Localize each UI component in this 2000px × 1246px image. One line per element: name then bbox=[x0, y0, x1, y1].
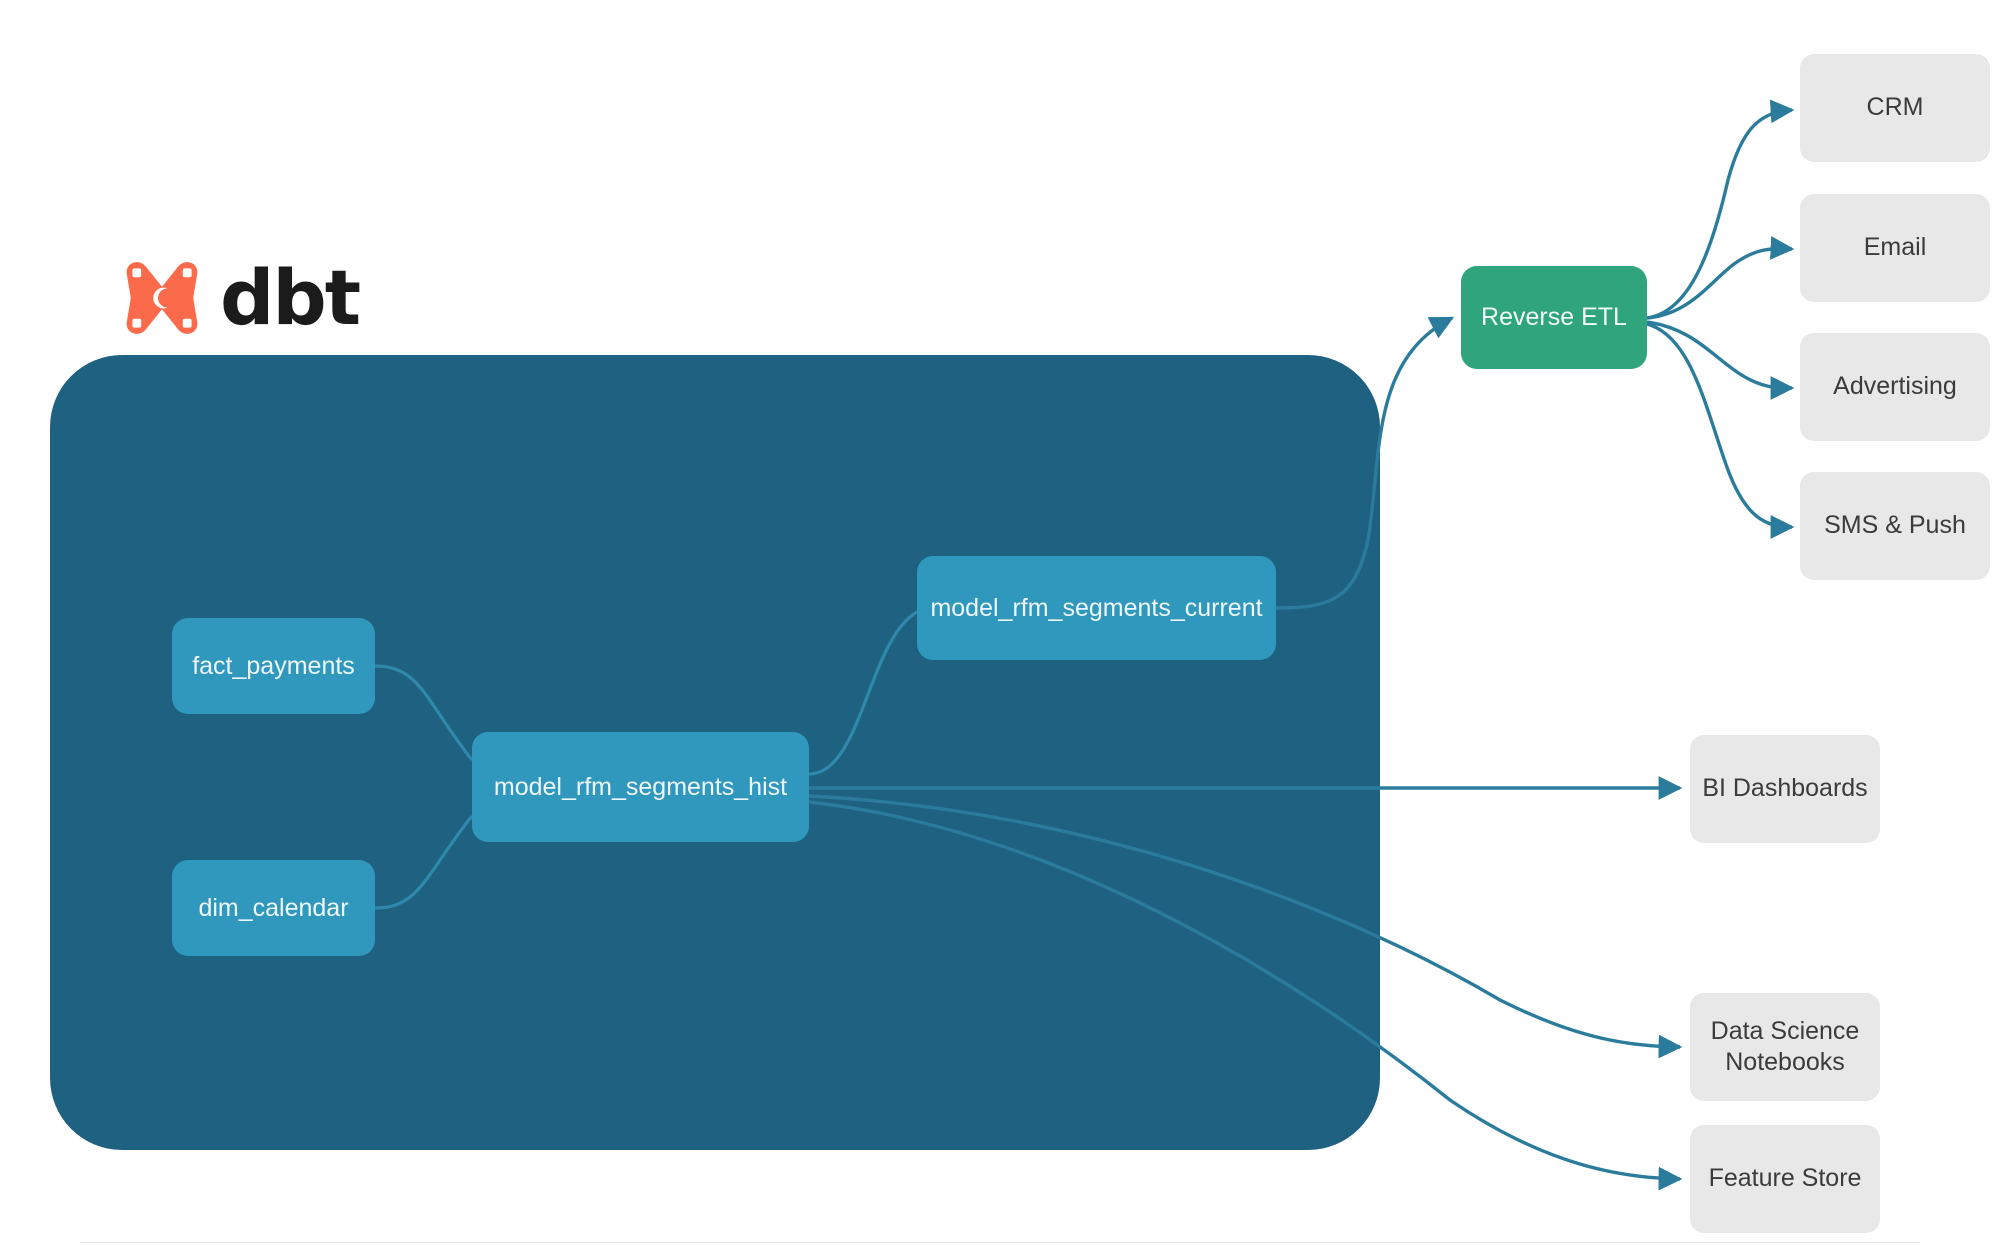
destination-node-label: SMS & Push bbox=[1824, 511, 1966, 540]
destination-node-label: Feature Store bbox=[1708, 1164, 1862, 1193]
destination-node-bi-dashboards[interactable]: BI Dashboards bbox=[1690, 735, 1880, 843]
destination-node-label: CRM bbox=[1866, 93, 1924, 122]
edge-reverse-etl-to-email bbox=[1646, 236, 1795, 320]
model-node-label: dim_calendar bbox=[198, 893, 349, 922]
destination-node-label: BI Dashboards bbox=[1702, 774, 1868, 803]
destination-node-data-science-notebooks[interactable]: Data Science Notebooks bbox=[1690, 993, 1880, 1101]
destination-node-advertising[interactable]: Advertising bbox=[1800, 333, 1990, 441]
destination-node-email[interactable]: Email bbox=[1800, 194, 1990, 302]
edge-reverse-etl-to-sms-push bbox=[1646, 322, 1795, 539]
destination-node-crm[interactable]: CRM bbox=[1800, 54, 1990, 162]
edge-reverse-etl-to-advertising bbox=[1646, 320, 1795, 400]
destination-node-feature-store[interactable]: Feature Store bbox=[1690, 1125, 1880, 1233]
model-node-label: fact_payments bbox=[192, 651, 355, 680]
destination-node-label: Email bbox=[1863, 233, 1927, 262]
model-node-model-rfm-segments-current[interactable]: model_rfm_segments_current bbox=[917, 556, 1276, 660]
model-node-label: model_rfm_segments_hist bbox=[493, 772, 788, 801]
destination-node-label: Advertising bbox=[1833, 372, 1957, 401]
destination-node-sms-push[interactable]: SMS & Push bbox=[1800, 472, 1990, 580]
reverse-etl-node[interactable]: Reverse ETL bbox=[1461, 266, 1647, 369]
model-node-label: model_rfm_segments_current bbox=[930, 593, 1263, 622]
bottom-divider bbox=[80, 1242, 1920, 1243]
dbt-logo: dbt bbox=[122, 253, 361, 342]
destination-node-label: Data Science Notebooks bbox=[1710, 1016, 1860, 1076]
dbt-wordmark: dbt bbox=[220, 253, 361, 342]
model-node-dim-calendar[interactable]: dim_calendar bbox=[172, 860, 375, 956]
edge-reverse-etl-to-crm bbox=[1646, 99, 1795, 320]
dbt-x-mark-icon bbox=[126, 262, 198, 334]
model-node-fact-payments[interactable]: fact_payments bbox=[172, 618, 375, 714]
model-node-model-rfm-segments-hist[interactable]: model_rfm_segments_hist bbox=[472, 732, 809, 842]
reverse-etl-label: Reverse ETL bbox=[1481, 303, 1627, 331]
